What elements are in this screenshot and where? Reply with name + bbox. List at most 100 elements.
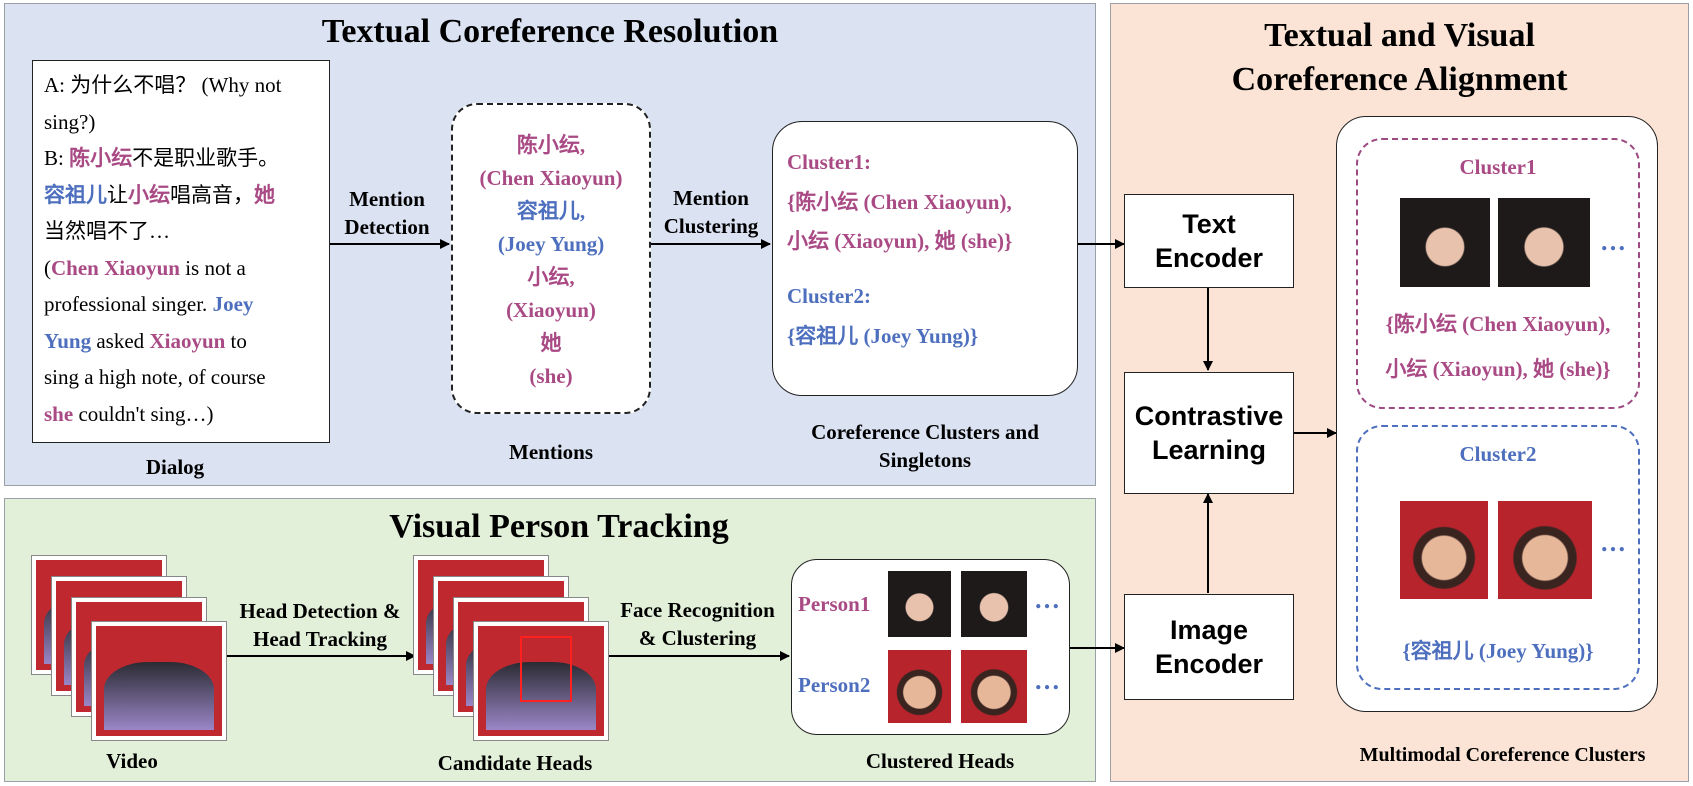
mention-clustering-label: Mention Clustering [650, 184, 772, 240]
mention-she-cn: 她 [254, 182, 275, 207]
dialog-en-line5: she couldn't sing…) [44, 396, 319, 433]
mention-clustering-line2: Clustering [663, 214, 759, 238]
candidate-heads-caption: Candidate Heads [437, 751, 593, 775]
person1-more-icon: … [1034, 585, 1060, 614]
image-encoder-line2: Encoder [1154, 649, 1264, 679]
alignment-title-line1: Textual and Visual [1264, 17, 1535, 54]
video-frame [91, 621, 227, 741]
dialog-line-a-en: (Why not [201, 73, 282, 97]
mention-item: (Joey Yung) [497, 232, 605, 256]
image-encoder-box: Image Encoder [1124, 594, 1294, 700]
dialog-en-line1: (Chen Xiaoyun is not a [44, 250, 319, 287]
dialog-line-a-en2: sing?) [44, 109, 96, 134]
mention-chen-xiaoyun-en: Chen Xiaoyun [51, 255, 180, 280]
person1-face-2 [961, 571, 1027, 637]
cluster1-face-1 [1400, 198, 1490, 287]
alignment-title-line2: Coreference Alignment [1231, 61, 1568, 98]
video-caption: Video [106, 749, 158, 773]
text-encoder-line1: Text [1182, 209, 1236, 239]
dialog-changgaoyin: 唱高音， [170, 182, 254, 207]
dialog-en-to: to [225, 328, 247, 353]
candidate-frame [473, 621, 609, 741]
dialog-b-rest: 不是职业歌手。 [132, 146, 280, 170]
coref-caption-line1: Coreference Clusters and [811, 420, 1039, 444]
image-encoder-line1: Image [1169, 615, 1249, 645]
mention-joey-en: Joey [212, 292, 254, 316]
multimodal-cluster2-title: Cluster2 [1459, 442, 1537, 466]
dialog-box: A: 为什么不唱？ (Why not sing?) B: 陈小纭不是职业歌手。 … [32, 60, 330, 443]
mentions-caption: Mentions [509, 440, 593, 464]
mentions-box: 陈小纭, (Chen Xiaoyun) 容祖儿, (Joey Yung) 小纭,… [451, 103, 651, 414]
head-detection-label: Head Detection & Head Tracking [225, 597, 415, 653]
multimodal-caption: Multimodal Coreference Clusters [1359, 744, 1646, 766]
coref-cluster1-label: Cluster1: [787, 150, 871, 174]
coref-cluster1-line1: {陈小纭 (Chen Xiaoyun), [787, 190, 1012, 214]
coref-clusters-caption: Coreference Clusters and Singletons [775, 418, 1075, 474]
mention-yung-en: Yung [44, 328, 92, 353]
face-recognition-line2: & Clustering [638, 626, 757, 650]
multimodal-cluster1-line1: {陈小纭 (Chen Xiaoyun), [1385, 312, 1611, 336]
alignment-panel-title: Textual and Visual Coreference Alignment [1110, 14, 1689, 102]
dialog-en-asked: asked [91, 328, 150, 353]
mention-she-en: she [44, 401, 74, 426]
dialog-line-b: B: 陈小纭不是职业歌手。 [44, 140, 319, 177]
person2-face-2 [961, 650, 1027, 723]
dialog-en-is-not-a: is not a [179, 255, 246, 280]
contrastive-line2: Learning [1151, 435, 1266, 465]
mention-item: 小纭, [527, 265, 575, 289]
dialog-en-couldnt: couldn't sing…) [73, 401, 214, 426]
dialog-line-b3: 当然唱不了… [44, 219, 170, 243]
multimodal-cluster1-box [1356, 138, 1640, 409]
mention-item: 容祖儿, [516, 199, 586, 223]
mention-xiaoyun-en: Xiaoyun [149, 328, 226, 353]
dialog-line-a-cn: A: 为什么不唱？ [44, 73, 197, 97]
multimodal-clusters-box [1336, 116, 1658, 712]
mention-item: 陈小纭, [516, 133, 586, 157]
head-bounding-box [520, 636, 572, 702]
cluster1-face-2 [1498, 198, 1590, 287]
person2-label: Person2 [798, 673, 871, 697]
dialog-line-a: A: 为什么不唱？ (Why not [44, 67, 319, 104]
person2-face-1 [888, 650, 951, 723]
mention-chen-xiaoyun-cn: 陈小纭 [69, 146, 133, 170]
visual-panel-title: Visual Person Tracking [389, 508, 729, 545]
dialog-en-line3: Yung asked Xiaoyun to [44, 323, 319, 360]
clustered-heads-caption: Clustered Heads [865, 749, 1015, 773]
mention-joey-yung-cn: 容祖儿 [44, 182, 107, 207]
contrastive-line1: Contrastive [1134, 401, 1284, 431]
multimodal-cluster1-line2: 小纭 (Xiaoyun), 她 (she)} [1385, 357, 1611, 381]
dialog-en-line4: sing a high note, of course [44, 365, 266, 389]
person1-face-1 [888, 571, 951, 637]
mention-detection-line2: Detection [344, 215, 430, 239]
mention-xiaoyun-cn: 小纭 [128, 182, 170, 207]
head-detection-line2: Head Tracking [253, 627, 387, 651]
textual-panel-title: Textual Coreference Resolution [321, 13, 779, 50]
coref-cluster2-line1: {容祖儿 (Joey Yung)} [787, 324, 979, 348]
mention-detection-line1: Mention [349, 187, 425, 211]
face-recognition-label: Face Recognition & Clustering [606, 596, 789, 652]
cluster2-face-2 [1498, 501, 1592, 599]
multimodal-cluster1-title: Cluster1 [1459, 155, 1537, 179]
coref-cluster2-label: Cluster2: [787, 284, 871, 308]
dialog-rang: 让 [107, 182, 128, 207]
face-recognition-line1: Face Recognition [620, 598, 775, 622]
dialog-en-prof: professional singer. [44, 292, 213, 316]
mention-item: (Chen Xiaoyun) [479, 166, 623, 190]
text-encoder-box: Text Encoder [1124, 194, 1294, 288]
multimodal-cluster2-line1: {容祖儿 (Joey Yung)} [1402, 639, 1594, 663]
dialog-en-open: ( [44, 255, 51, 280]
person2-more-icon: … [1034, 666, 1060, 695]
coref-caption-line2: Singletons [878, 448, 972, 472]
contrastive-learning-box: Contrastive Learning [1124, 372, 1294, 494]
mention-detection-label: Mention Detection [326, 185, 448, 241]
cluster2-more-icon: … [1600, 528, 1626, 557]
mention-item: (she) [529, 364, 573, 388]
cluster1-more-icon: … [1600, 227, 1626, 256]
mention-clustering-line1: Mention [673, 186, 749, 210]
dialog-b-prefix: B: [44, 146, 70, 170]
coreference-clusters-box: Cluster1: {陈小纭 (Chen Xiaoyun), 小纭 (Xiaoy… [772, 121, 1078, 396]
coref-cluster1-line2: 小纭 (Xiaoyun), 她 (she)} [787, 229, 1013, 253]
person1-label: Person1 [798, 592, 871, 616]
mention-item: (Xiaoyun) [506, 298, 596, 322]
